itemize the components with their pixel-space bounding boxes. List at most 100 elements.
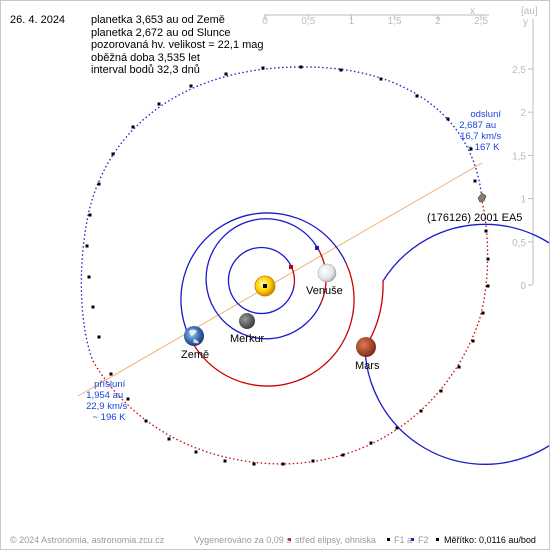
asteroid: (176126) 2001 EA5 [427, 192, 522, 224]
asteroid-label: (176126) 2001 EA5 [427, 212, 522, 224]
x-tick-label: 0 [262, 16, 268, 27]
legend-f2-marker [411, 538, 414, 541]
orbit-interval-point [481, 311, 485, 315]
planet-orbits [180, 212, 550, 465]
orbit-interval-point [486, 284, 490, 288]
y-tick-label: 2,5 [512, 65, 526, 76]
aphelion-note: odsluní 2,687 au 16,7 km/s ~ 167 K [459, 109, 504, 153]
mars-orbit-past [364, 223, 550, 465]
mars-disc [356, 337, 376, 357]
aphelion-distance: 2,687 au [459, 120, 496, 131]
aphelion-title: odsluní [470, 109, 501, 120]
orbit-interval-point [97, 335, 101, 339]
x-axis-label: x [470, 6, 475, 17]
orbit-interval-point [109, 372, 113, 376]
aphelion-temperature: ~ 167 K [466, 142, 500, 153]
legend-f1-marker [387, 538, 390, 541]
orbit-interval-point [484, 229, 488, 233]
perihelion-note: přísluní 1,954 au 22,9 km/s ~ 196 K [86, 379, 130, 423]
sun-center-mark [263, 284, 267, 288]
aphelion-speed: 16,7 km/s [460, 131, 501, 142]
orbit-interval-point [131, 125, 135, 129]
apsis-line [77, 162, 483, 397]
info-point-interval: interval bodů 32,3 dnů [91, 64, 200, 76]
info-sun-distance: planetka 2,672 au od Slunce [91, 26, 231, 39]
orbit-interval-point [252, 462, 256, 466]
orbit-interval-point [379, 77, 383, 81]
asteroid-focus-f2 [315, 246, 319, 250]
orbit-interval-point [281, 462, 285, 466]
x-tick-label: 2 [435, 16, 441, 27]
orbit-interval-point [97, 182, 101, 186]
y-axis-label: y [523, 17, 528, 28]
perihelion-title: přísluní [94, 379, 126, 390]
y-tick-label: 1 [520, 195, 526, 206]
asteroid-orbit-past [80, 66, 483, 362]
orbit-interval-point [419, 409, 423, 413]
venus: Venuše [306, 263, 343, 297]
info-earth-distance: planetka 3,653 au od Země [91, 14, 225, 26]
perihelion-temperature: ~ 196 K [92, 412, 126, 423]
earth-label: Země [181, 349, 209, 361]
orbit-interval-point [341, 453, 345, 457]
orbit-interval-point [299, 65, 303, 69]
sun [254, 275, 276, 297]
earth-disc [184, 326, 204, 346]
orbit-interval-point [85, 244, 89, 248]
mercury-disc [239, 313, 255, 329]
footer-copyright: © 2024 Astronomia, astronomia.zcu.cz [10, 535, 165, 545]
mercury-label: Merkur [230, 333, 265, 345]
venus-disc [317, 263, 337, 283]
legend-separator-marker [436, 538, 439, 541]
asteroid-ellipse-center [289, 265, 293, 269]
asteroid-orbit [80, 65, 490, 466]
orbit-interval-point [157, 102, 161, 106]
y-tick-label: 0 [520, 281, 526, 292]
y-tick-label: 1,5 [512, 151, 526, 162]
mercury-orbit-past [227, 246, 295, 315]
y-tick-label: 2 [520, 108, 526, 119]
orbit-interval-point [369, 441, 373, 445]
info-magnitude: pozorovaná hv. velikost = 22,1 mag [91, 39, 264, 51]
asteroid-icon [477, 192, 487, 203]
orbit-interval-point [457, 365, 461, 369]
x-tick-label: 1,5 [388, 16, 402, 27]
footer-scale: Měřítko: 0,0116 au/bod [444, 535, 536, 545]
footer-f2-legend: F2 [418, 535, 429, 545]
earth-orbit-past [180, 212, 347, 337]
orbit-interval-point [224, 72, 228, 76]
orbit-interval-point [223, 459, 227, 463]
orbit-interval-point [91, 305, 95, 309]
orbit-interval-point [194, 450, 198, 454]
y-tick-label: 0,5 [512, 238, 526, 249]
earth: Země [181, 326, 209, 361]
perihelion-speed: 22,9 km/s [86, 401, 127, 412]
info-panel: planetka 3,653 au od Země planetka 2,672… [91, 14, 264, 77]
orbit-interval-point [395, 426, 399, 430]
orbit-interval-point [167, 437, 171, 441]
orbit-interval-point [261, 66, 265, 70]
orbit-interval-point [88, 213, 92, 217]
orbit-interval-point [126, 397, 130, 401]
x-tick-label: 1 [349, 16, 355, 27]
asteroid-orbit-future [92, 200, 489, 465]
orbit-interval-point [415, 94, 419, 98]
legend-center-marker [288, 538, 291, 541]
axis-unit-label: [au] [521, 6, 538, 17]
mercury: Merkur [230, 313, 265, 345]
orbit-interval-point [471, 339, 475, 343]
mercury-orbit-future [291, 267, 296, 287]
footer-generated: Vygenerováno za 0,09 s [194, 535, 291, 545]
orbit-interval-point [439, 389, 443, 393]
orbit-interval-point [189, 84, 193, 88]
footer-f1-legend: F1 a [394, 535, 413, 545]
orbit-interval-point [87, 275, 91, 279]
orbit-interval-point [446, 117, 450, 121]
mars-label: Mars [355, 360, 380, 372]
venus-orbit-past [205, 218, 322, 340]
orbit-interval-point [473, 179, 477, 183]
venus-label: Venuše [306, 285, 343, 297]
